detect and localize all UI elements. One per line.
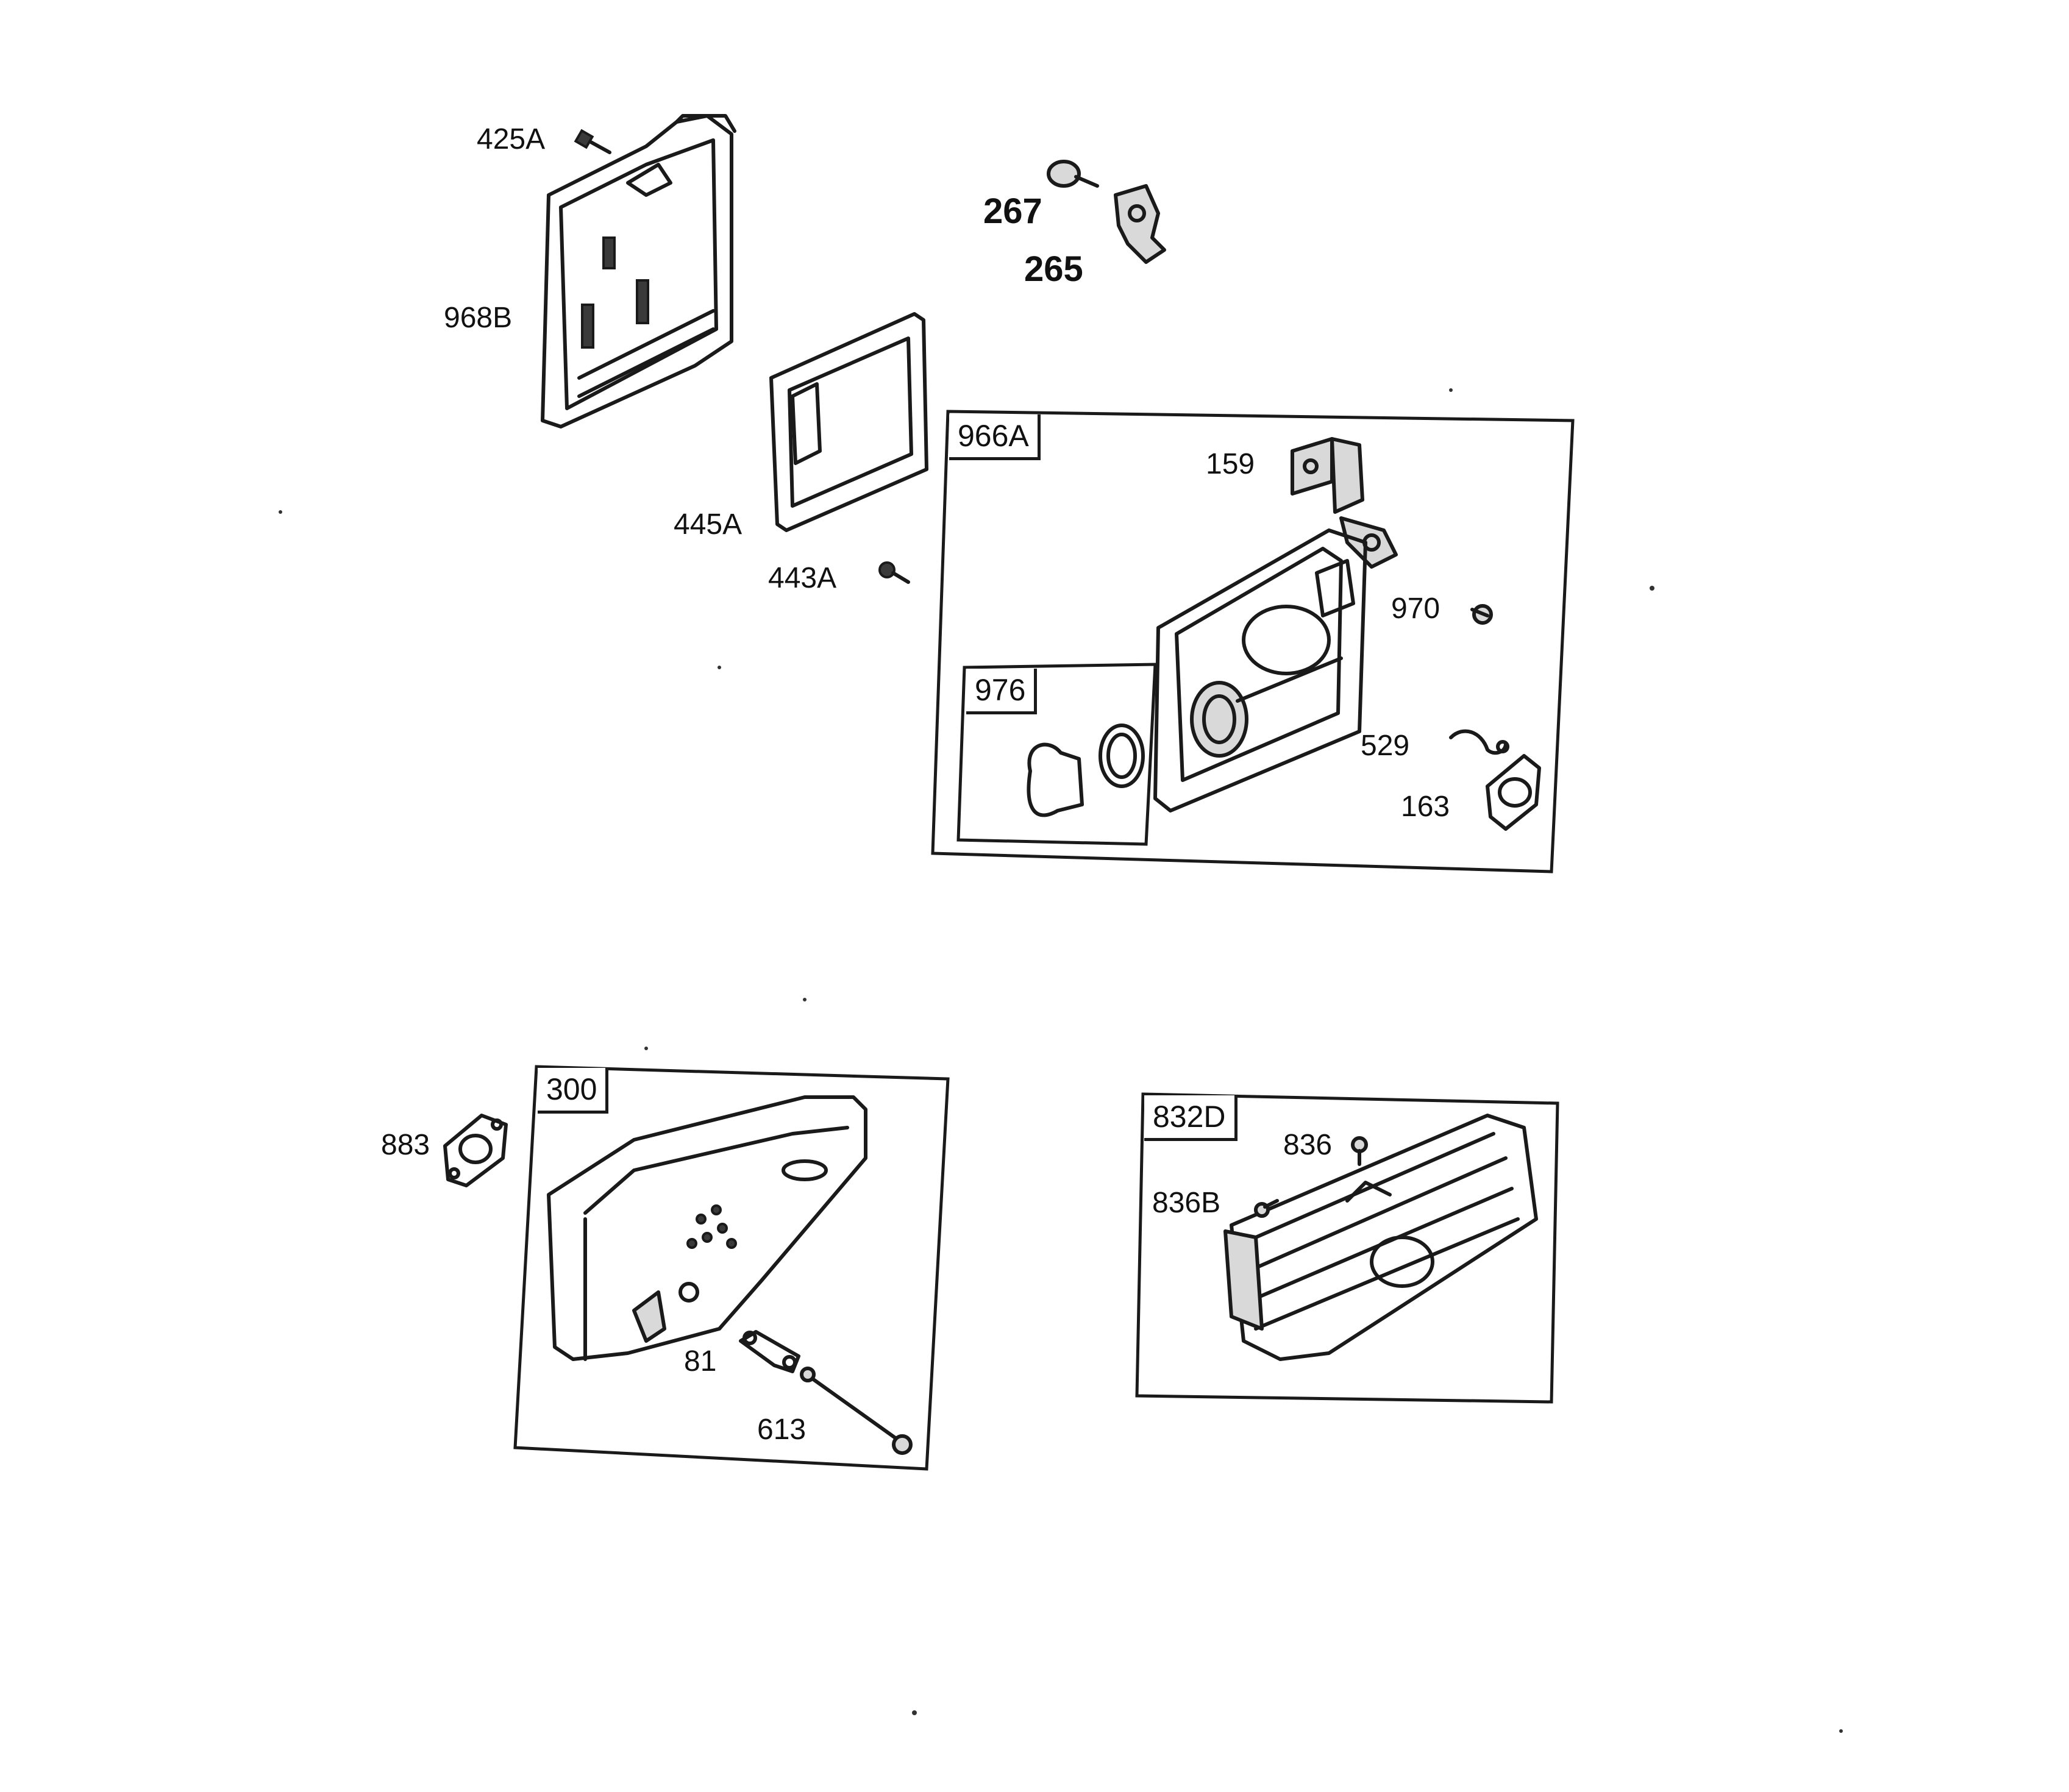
- air-filter-445A: [769, 312, 928, 532]
- label-81: 81: [684, 1345, 717, 1378]
- group-box-300: [513, 1065, 950, 1471]
- scan-specks: [279, 388, 1843, 1733]
- label-445A: 445A: [674, 508, 742, 541]
- label-267: 267: [983, 191, 1042, 231]
- label-163: 163: [1401, 791, 1450, 823]
- group-box-976: [956, 663, 1157, 846]
- label-613: 613: [757, 1413, 807, 1446]
- gasket-163: [1486, 754, 1541, 831]
- label-836B: 836B: [1152, 1187, 1221, 1219]
- group-box-832D: [1135, 1092, 1559, 1404]
- group-tag-832D: 832D: [1144, 1095, 1237, 1141]
- label-159: 159: [1206, 448, 1255, 480]
- screw-836: [1351, 1136, 1368, 1166]
- bracket-159: [1291, 437, 1398, 569]
- gasket-883: [443, 1114, 508, 1187]
- label-968B: 968B: [444, 302, 513, 334]
- label-883: 883: [381, 1129, 430, 1161]
- air-cleaner-base-968B: [541, 114, 736, 428]
- label-425A: 425A: [477, 123, 546, 155]
- group-tag-976: 976: [966, 669, 1038, 714]
- screw-970: [1470, 604, 1493, 625]
- group-tag-966A: 966A: [949, 414, 1041, 460]
- screw-267: [1047, 160, 1099, 188]
- bolt-613: [800, 1367, 913, 1455]
- label-529: 529: [1361, 730, 1410, 762]
- muffler-guard-832D: [1223, 1114, 1538, 1361]
- bracket-81: [739, 1330, 800, 1373]
- primer-bulb-976: [1027, 724, 1145, 817]
- group-tag-300: 300: [538, 1068, 609, 1114]
- group-box-966A: [931, 410, 1575, 873]
- muffler-300: [547, 1095, 867, 1361]
- screw-836B: [1254, 1199, 1279, 1218]
- screw-443A: [878, 561, 910, 584]
- label-265: 265: [1024, 249, 1083, 289]
- screw-425A: [574, 129, 611, 154]
- link-529: [1449, 729, 1509, 755]
- bracket-265: [1114, 184, 1166, 264]
- carburetor-housing: [1153, 528, 1367, 812]
- label-443A: 443A: [768, 562, 837, 594]
- label-970: 970: [1391, 592, 1440, 625]
- label-836: 836: [1283, 1129, 1333, 1161]
